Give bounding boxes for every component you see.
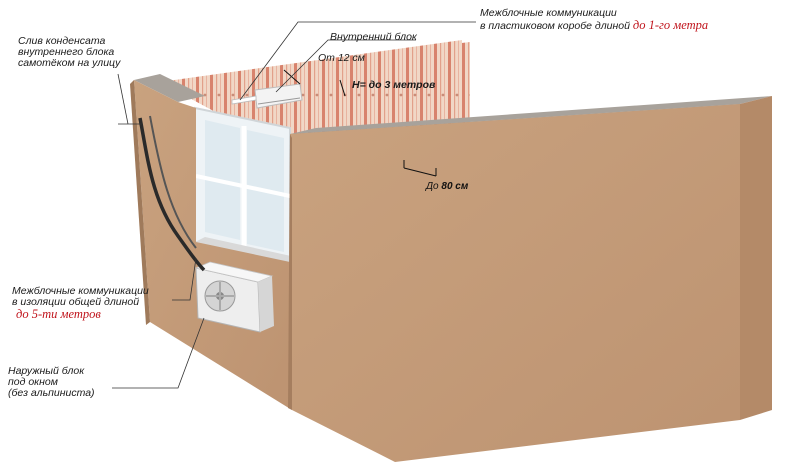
pipes-box-label-line-2: в пластиковом коробе длиной до 1-го метр…: [480, 19, 708, 32]
right-wall-side: [740, 96, 772, 420]
outdoor-unit-label-line-3: (без альпиниста): [8, 387, 95, 399]
leader-pipes-insul: [172, 257, 197, 301]
right-wall-front: [290, 104, 740, 462]
refrigerant-line: [149, 115, 197, 249]
leader-drain: [117, 73, 129, 125]
gap-dimension-line: [283, 69, 301, 85]
left-wall-top: [134, 74, 205, 102]
drain-label-line-1: Слив конденсата: [18, 35, 106, 47]
depth-label: До 80 см: [426, 181, 468, 192]
indoor-unit-icon: [254, 83, 303, 109]
drain-hose: [138, 117, 206, 272]
window: [194, 106, 300, 264]
drain-label-line-2: внутреннего блока: [18, 46, 115, 58]
drain-label-line-3: самотёком на улицу: [18, 57, 121, 69]
leader-indoor-unit: [275, 39, 416, 93]
leader-outdoor-unit: [112, 317, 205, 389]
drain-label: Слив конденсата внутреннего блока самотё…: [18, 36, 120, 69]
gap-label: От 12 см: [318, 52, 365, 64]
height-marker: [339, 79, 346, 97]
pipes-insul-length: до 5-ти метров: [16, 307, 101, 321]
pipes-box-label: Межблочные коммуникации в пластиковом ко…: [480, 8, 708, 32]
height-label: H= до 3 метров: [352, 79, 436, 91]
leader-pipes-box: [239, 21, 476, 101]
outdoor-unit-icon: [194, 261, 274, 333]
depth-dimension-line: [403, 167, 437, 177]
outdoor-unit-label: Наружный блок под окном (без альпиниста): [8, 366, 95, 399]
right-wall-top: [290, 96, 772, 134]
outdoor-unit-label-line-1: Наружный блок: [8, 365, 85, 377]
pipes-insul-label-line-1: Межблочные коммуникации: [12, 285, 149, 297]
depth-prefix: До: [426, 181, 439, 192]
pipes-box-label-text: в пластиковом коробе длиной: [480, 20, 630, 32]
pipes-box-length: до 1-го метра: [632, 18, 709, 32]
depth-value: 80 см: [441, 181, 469, 192]
pipe-box: [231, 95, 257, 105]
pipes-insul-label: Межблочные коммуникации в изоляции общей…: [12, 286, 149, 321]
left-wall-edge: [130, 80, 150, 325]
indoor-unit-label: Внутренний блок: [330, 31, 417, 43]
outdoor-unit-label-line-2: под окном: [8, 376, 58, 388]
pipes-insul-label-line-2: в изоляции общей длиной: [12, 296, 140, 308]
pipes-box-label-line-1: Межблочные коммуникации: [480, 7, 617, 19]
right-wall-corner: [288, 134, 292, 410]
